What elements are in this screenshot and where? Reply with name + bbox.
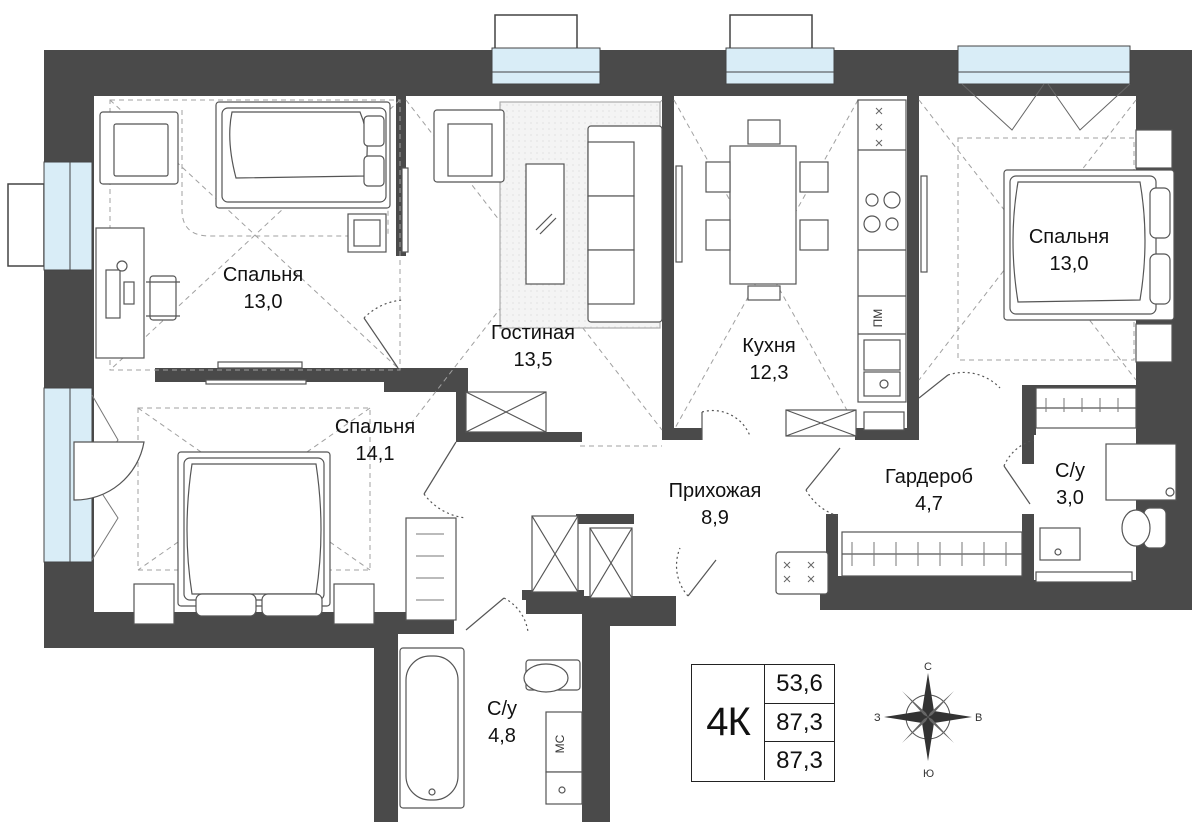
area-value-2: 87,3: [765, 703, 834, 741]
area-value-1: 53,6: [776, 670, 823, 697]
room-name: Кухня: [742, 335, 796, 357]
room-label-living: Гостиная 13,5: [470, 320, 596, 374]
apartment-summary: 4К 53,6 87,3 87,3: [691, 664, 835, 782]
room-label-bath-e: С/у 3,0: [1040, 458, 1100, 512]
room-area: 4,8: [488, 725, 516, 747]
room-label-bedroom-w: Спальня 14,1: [312, 414, 438, 468]
area-value-3: 87,3: [765, 741, 834, 779]
room-area: 13,0: [243, 291, 283, 313]
room-label-hallway: Прихожая 8,9: [652, 478, 778, 532]
room-name: Гостиная: [491, 322, 575, 344]
compass-south: Ю: [923, 768, 935, 780]
doors: [205, 165, 1035, 633]
room-area: 12,3: [749, 362, 789, 384]
compass-icon: [884, 673, 972, 761]
room-name: Спальня: [334, 416, 416, 438]
room-area: 14,1: [355, 443, 395, 465]
hangers-ne: [416, 398, 1119, 601]
room-label-wardrobe: Гардероб 4,7: [866, 464, 992, 518]
room-name: С/у: [487, 698, 517, 720]
compass-north: С: [924, 661, 932, 673]
pm-label: ПМ: [871, 309, 885, 328]
room-label-bedroom-nw: Спальня 13,0: [200, 262, 326, 316]
compass-west: З: [874, 712, 881, 724]
room-area: 8,9: [701, 507, 729, 529]
room-name: Спальня: [222, 264, 304, 286]
room-label-kitchen: Кухня 12,3: [706, 333, 832, 387]
furniture: [73, 99, 1177, 809]
room-area: 13,0: [1049, 253, 1089, 275]
windows: [7, 14, 1131, 563]
room-area: 4,7: [915, 493, 943, 515]
stove-marks: [783, 107, 883, 583]
room-name: Спальня: [1028, 226, 1110, 248]
area-values: 53,6 87,3 87,3: [764, 665, 834, 780]
compass-east: В: [975, 712, 983, 724]
room-name: Гардероб: [885, 466, 973, 488]
room-area: 13,5: [513, 349, 553, 371]
room-name: Прихожая: [668, 480, 762, 502]
apartment-type-code: 4К: [706, 700, 751, 744]
room-label-bedroom-ne: Спальня 13,0: [1006, 224, 1132, 278]
room-area: 3,0: [1056, 487, 1084, 509]
room-label-bath-s: С/у 4,8: [472, 696, 532, 750]
ms-label: МС: [553, 734, 567, 753]
room-name: С/у: [1055, 460, 1085, 482]
